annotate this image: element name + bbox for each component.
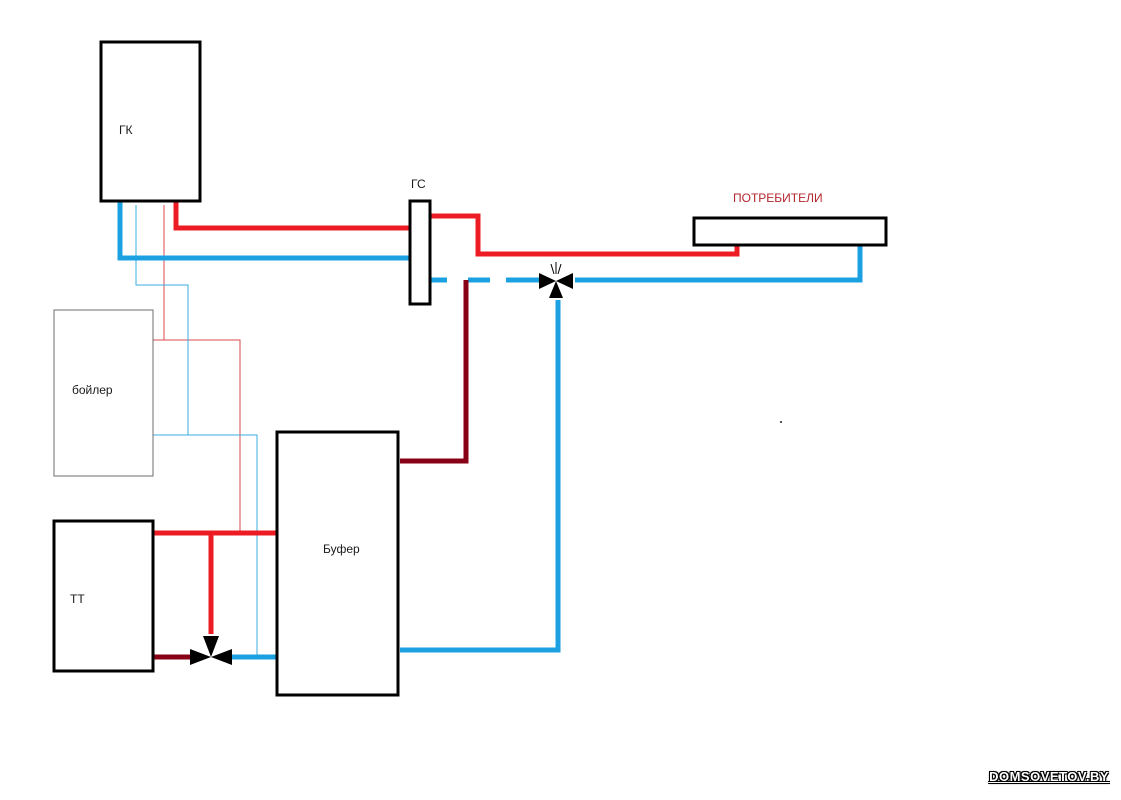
valve-body-left [190, 649, 211, 665]
site-watermark: DOMSOVETOV.BY [989, 769, 1109, 784]
gk-return-pipe [117, 202, 410, 261]
dhw-boiler-box [53, 309, 154, 477]
buffer-return-pipe [400, 300, 561, 653]
valve-body-bottom [549, 281, 563, 298]
valve-top-tick-right [557, 263, 562, 275]
dhw-boiler-label: бойлер [72, 383, 113, 397]
valve-body-top [203, 636, 219, 657]
consumers-return-pipe [575, 246, 863, 283]
stray-dot [780, 421, 782, 423]
return-pipes [117, 202, 863, 660]
supply-pipes [153, 202, 740, 634]
three-way-valve-lower [190, 636, 232, 665]
valve-body-right [211, 649, 232, 665]
gas-boiler-label: ГК [119, 123, 133, 137]
buffer-tank-box [275, 430, 400, 697]
gs-to-consumers-supply-pipe [430, 213, 740, 257]
valve-body-left [539, 273, 556, 289]
buffer-tank-label: Буфер [323, 542, 360, 556]
thin-supply-line [163, 205, 241, 533]
buffer-to-gs-pipe [400, 280, 469, 464]
gk-supply-pipe [173, 202, 410, 231]
valve-body-right [556, 273, 573, 289]
dhw-boiler-thin-lines [135, 205, 258, 655]
three-way-valve-upper [539, 262, 573, 298]
thin-return-line [135, 205, 258, 655]
solid-fuel-boiler-label: ТТ [70, 592, 85, 606]
consumers-box [692, 216, 888, 247]
gas-boiler-box [99, 40, 202, 203]
hydro-separator-label: ГС [411, 177, 426, 191]
valve-top-tick-left [550, 263, 555, 275]
consumers-label: ПОТРЕБИТЕЛИ [733, 191, 823, 205]
buffer-supply-pipes [153, 280, 469, 660]
hydro-separator-box [408, 199, 432, 306]
solid-fuel-boiler-box [52, 519, 155, 673]
